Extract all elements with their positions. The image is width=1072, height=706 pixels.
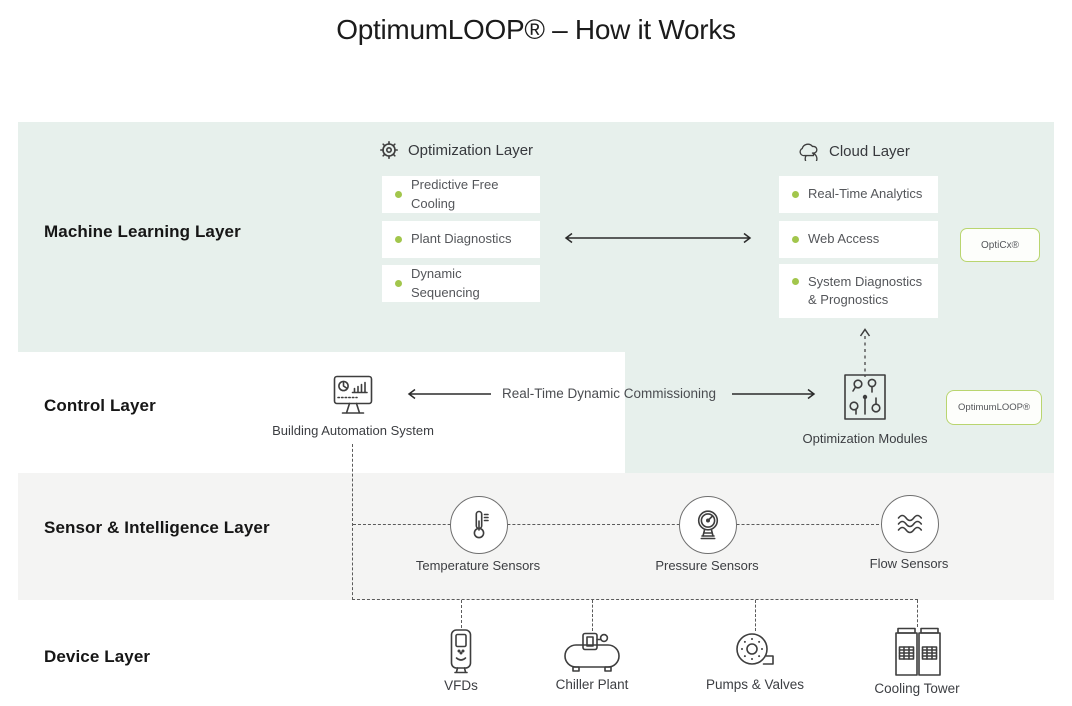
cloud-icon [797,141,820,161]
device-bus-line [352,599,918,600]
pressure-sensor-node [679,496,737,554]
dashed-up-arrow [859,328,871,377]
vfds-label: VFDs [444,678,478,693]
building-automation-system-label: Building Automation System [272,423,434,438]
thermometer-icon [464,508,494,542]
optimization-item: Dynamic Sequencing [382,265,540,302]
optimization-item: Predictive Free Cooling [382,176,540,213]
optimumloop-badge: OptimumLOOP® [946,390,1042,425]
cloud-item-label: System Diagnostics & Prognostics [808,274,923,308]
flow-sensor-node [881,495,939,553]
pumps-valves-icon [736,633,774,665]
bidirectional-arrow [564,232,752,244]
cloud-layer-header-label: Cloud Layer [829,142,910,160]
cooling-tower-icon [895,627,941,676]
cloud-item: Web Access [779,221,938,258]
optimization-item: Plant Diagnostics [382,221,540,258]
temperature-sensors-label: Temperature Sensors [415,558,541,573]
commissioning-label: Real-Time Dynamic Commissioning [501,386,717,401]
chiller-plant-icon [564,632,620,672]
bullet-icon [792,236,799,243]
sensor-bus-line [353,524,884,525]
bullet-icon [395,191,402,198]
optimization-layer-header-label: Optimization Layer [408,141,534,159]
page-title: OptimumLOOP® – How it Works [336,14,736,45]
cloud-item: System Diagnostics & Prognostics [779,264,938,318]
cooling-tower-label: Cooling Tower [874,681,960,696]
optimization-layer-header: Optimization Layer [379,140,533,160]
cloud-layer-header: Cloud Layer [797,141,910,161]
temperature-sensor-node [450,496,508,554]
building-automation-system-icon [333,375,373,414]
cloud-item: Real-Time Analytics [779,176,938,213]
pressure-sensors-label: Pressure Sensors [655,558,759,573]
arrow-right [732,388,816,400]
cooling-tower-stub-connector [917,600,918,627]
optimization-item-label: Predictive Free Cooling [411,177,499,211]
optimization-modules-label: Optimization Modules [802,431,928,446]
chiller-plant-label: Chiller Plant [555,677,629,692]
vfd-icon [450,629,472,674]
optimization-item-label: Dynamic Sequencing [411,266,480,300]
bullet-icon [395,280,402,287]
layer-label-device: Device Layer [44,647,151,666]
opticx-badge: OptiCx® [960,228,1040,262]
sensor-band [18,473,1054,600]
layer-label-control: Control Layer [44,396,156,415]
bas-down-connector [352,444,353,600]
arrow-left [407,388,491,400]
layer-label-sensor: Sensor & Intelligence Layer [44,518,270,537]
bullet-icon [792,278,799,285]
optimization-item-label: Plant Diagnostics [411,231,512,247]
gear-icon [379,140,399,160]
bullet-icon [395,236,402,243]
bullet-icon [792,191,799,198]
cloud-item-label: Web Access [808,231,880,247]
vfd-stub-connector [461,600,462,628]
layer-label-machine-learning: Machine Learning Layer [44,222,241,241]
waves-icon [895,510,925,538]
chiller-stub-connector [592,600,593,631]
flow-sensors-label: Flow Sensors [869,556,949,571]
pumps-valves-label: Pumps & Valves [705,677,805,692]
optimization-modules-icon [844,374,886,420]
pump-stub-connector [755,600,756,631]
gauge-icon [692,508,724,542]
cloud-item-label: Real-Time Analytics [808,186,923,202]
